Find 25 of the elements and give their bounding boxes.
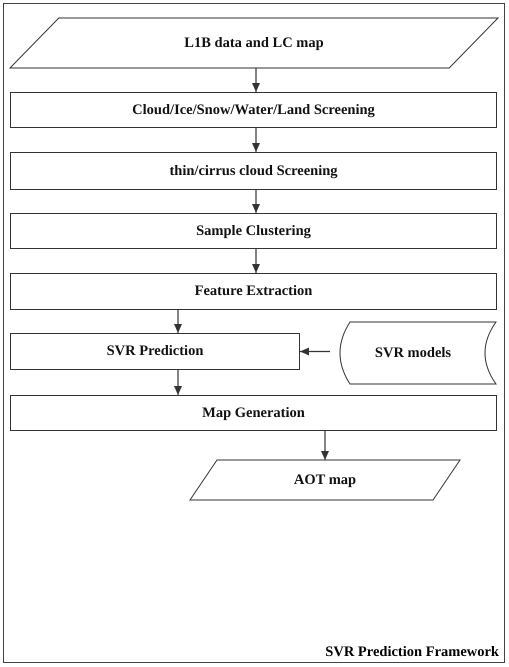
arrow [252, 128, 260, 152]
arrow [174, 370, 182, 395]
arrow [252, 249, 260, 273]
process-box [10, 273, 497, 310]
arrow [174, 310, 182, 333]
process-box [10, 92, 497, 128]
process-box [10, 213, 497, 249]
node-label: SVR models [374, 344, 452, 362]
process-box [10, 152, 497, 190]
node-label: Feature Extraction [194, 282, 312, 301]
process-box [10, 395, 497, 431]
arrow [252, 68, 260, 92]
data-parallelogram [190, 460, 460, 500]
arrow [252, 190, 260, 213]
node-label: L1B data and LC map [184, 34, 324, 52]
data-parallelogram [10, 18, 498, 68]
node-label: Sample Clustering [196, 222, 311, 240]
arrow [321, 431, 329, 460]
node-label: SVR Prediction [106, 342, 204, 361]
arrow [300, 348, 330, 356]
node-label: thin/cirrus cloud Screening [169, 162, 338, 180]
node-label: Cloud/Ice/Snow/Water/Land Screening [132, 100, 375, 120]
node-label: Map Generation [202, 404, 305, 422]
node-label: AOT map [294, 470, 356, 490]
process-box [10, 333, 300, 370]
